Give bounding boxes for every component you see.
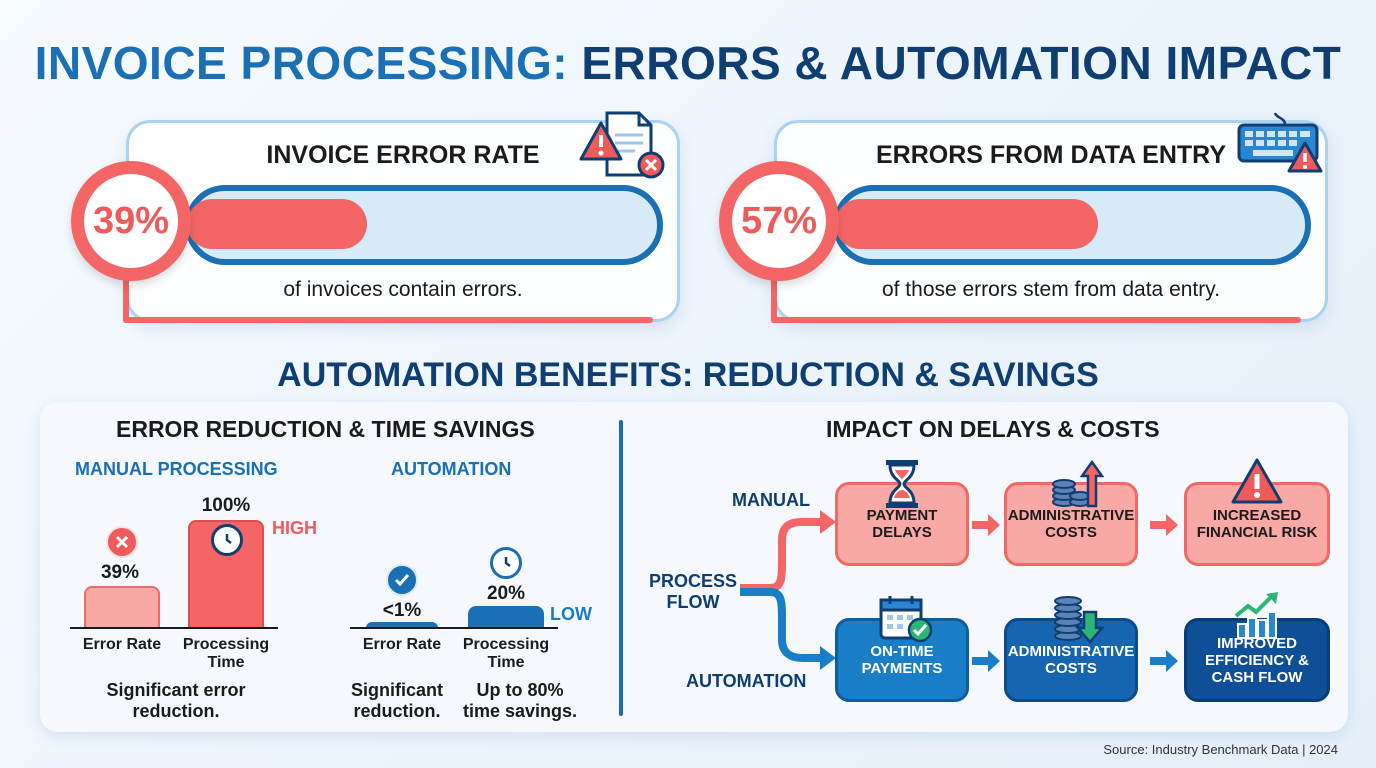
error-rate-label: Error Rate — [82, 636, 162, 653]
manual-time-value: 100% — [201, 495, 251, 516]
label-line: PROCESS — [648, 571, 738, 591]
right-panel-title: IMPACT ON DELAYS & COSTS — [826, 416, 1160, 442]
automation-error-bar — [366, 622, 438, 628]
processing-time-label: Processing Time — [451, 636, 561, 672]
manual-flow-label: MANUAL — [732, 490, 810, 510]
low-tag: LOW — [550, 604, 592, 624]
summary-line: Up to 80% — [476, 680, 564, 700]
label-line: Time — [207, 654, 245, 671]
box-line: ADMINISTRATIVE — [1007, 643, 1135, 660]
automation-time-bar — [468, 606, 544, 628]
percentage-badge: 57% — [719, 161, 839, 281]
coins-down-icon — [1054, 596, 1104, 644]
flow-branch-arrows — [740, 510, 836, 670]
automation-group-label: AUTOMATION — [391, 459, 512, 479]
chart-baseline — [70, 627, 278, 629]
check-icon — [386, 564, 418, 596]
card-caption: of invoices contain errors. — [283, 278, 523, 301]
coins-up-icon — [1052, 459, 1104, 508]
label-line: Processing — [462, 636, 550, 653]
invoice-error-icon — [579, 111, 665, 179]
title-part-2: ERRORS & AUTOMATION IMPACT — [581, 37, 1342, 89]
automation-summary-time: Up to 80% time savings. — [456, 680, 584, 722]
invoice-error-rate-card: INVOICE ERROR RATE 39% of invoices conta… — [71, 111, 680, 323]
page-title: INVOICE PROCESSING: ERRORS & AUTOMATION … — [0, 36, 1376, 90]
title-part-1: INVOICE PROCESSING: — [34, 37, 569, 89]
box-line: INCREASED — [1212, 507, 1302, 524]
box-line: ON-TIME — [870, 643, 934, 660]
left-panel-title: ERROR REDUCTION & TIME SAVINGS — [116, 416, 535, 442]
summary-line: Significant — [350, 680, 443, 700]
box-line: PAYMENT — [866, 507, 938, 524]
manual-error-value: 39% — [100, 562, 140, 583]
warning-icon — [1231, 458, 1283, 504]
accent-line — [123, 317, 653, 323]
clock-icon — [490, 547, 522, 579]
box-line: COSTS — [1045, 660, 1097, 677]
summary-line: Significant error — [106, 680, 246, 700]
percentage-badge: 39% — [71, 161, 191, 281]
arrow-right-icon — [1150, 514, 1178, 536]
manual-error-bar — [84, 586, 160, 628]
keyboard-warning-icon — [1237, 112, 1323, 173]
manual-group-label: MANUAL PROCESSING — [75, 459, 278, 479]
card-caption: of those errors stem from data entry. — [881, 278, 1221, 301]
label-line: FLOW — [666, 592, 720, 612]
accent-line — [123, 273, 129, 323]
processing-time-label: Processing Time — [171, 636, 281, 672]
progress-fill — [835, 199, 1098, 249]
automation-summary-error: Significant reduction. — [340, 680, 454, 722]
automation-error-value: <1% — [382, 600, 422, 621]
arrow-right-icon — [972, 650, 1000, 672]
manual-summary: Significant error reduction. — [80, 680, 272, 722]
high-tag: HIGH — [272, 518, 317, 538]
card-title: ERRORS FROM DATA ENTRY — [876, 141, 1226, 169]
accent-line — [771, 273, 777, 323]
source-note: Source: Industry Benchmark Data | 2024 — [1103, 742, 1338, 757]
error-x-icon — [106, 526, 138, 558]
summary-line: time savings. — [462, 701, 578, 721]
label-line: Time — [487, 654, 525, 671]
clock-icon — [211, 524, 243, 556]
arrow-right-icon — [1150, 650, 1178, 672]
summary-line: reduction. — [132, 701, 220, 721]
percentage-value: 57% — [732, 174, 826, 268]
section-title: AUTOMATION BENEFITS: REDUCTION & SAVINGS — [277, 356, 1099, 394]
panel-divider — [619, 420, 623, 716]
error-rate-label: Error Rate — [362, 636, 442, 653]
box-line: DELAYS — [872, 524, 932, 541]
growth-chart-icon — [1234, 592, 1278, 639]
card-title: INVOICE ERROR RATE — [266, 141, 540, 169]
accent-line — [771, 317, 1301, 323]
data-entry-errors-card: ERRORS FROM DATA ENTRY 57% of those erro… — [719, 112, 1328, 323]
arrow-right-icon — [972, 514, 1000, 536]
percentage-value: 39% — [84, 174, 178, 268]
progress-fill — [187, 199, 367, 249]
chart-baseline — [350, 627, 558, 629]
box-line: EFFICIENCY & — [1205, 651, 1309, 669]
box-line: FINANCIAL RISK — [1196, 524, 1318, 541]
box-line: CASH FLOW — [1211, 668, 1303, 686]
automation-time-value: 20% — [486, 583, 526, 604]
automation-flow-label: AUTOMATION — [686, 671, 807, 691]
calendar-check-icon — [879, 596, 933, 643]
box-line: PAYMENTS — [861, 660, 943, 677]
box-line: ADMINISTRATIVE — [1007, 507, 1135, 524]
summary-line: reduction. — [353, 701, 441, 721]
hourglass-icon — [886, 460, 918, 508]
label-line: Processing — [182, 636, 270, 653]
process-flow-label: PROCESS FLOW — [648, 571, 738, 613]
box-line: COSTS — [1045, 524, 1097, 541]
